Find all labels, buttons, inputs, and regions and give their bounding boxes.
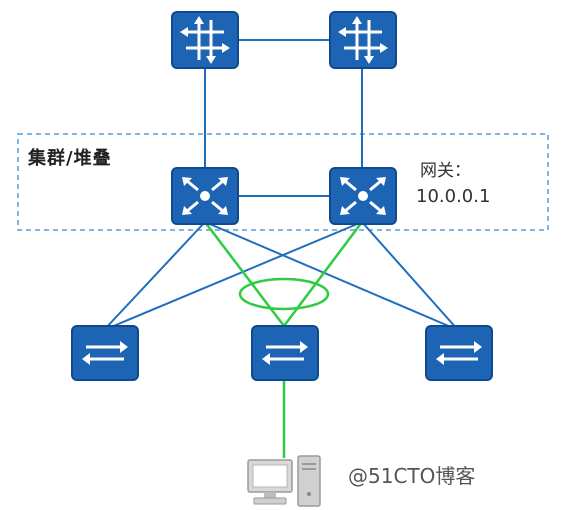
access-switch-right-icon [425, 325, 493, 381]
link-aggregation-ellipse [238, 277, 330, 311]
link-core-right-access-right [361, 221, 459, 331]
gateway-ip: 10.0.0.1 [416, 186, 491, 207]
link-core-right-access-left [103, 221, 363, 331]
router-right-icon [329, 11, 397, 69]
link-core-left-access-right [204, 221, 459, 331]
router-left-icon [171, 11, 239, 69]
core-switch-right-icon [329, 167, 397, 225]
pc-icon [247, 455, 321, 507]
cluster-box [17, 133, 549, 231]
cluster-label: 集群/堆叠 [28, 148, 112, 169]
watermark: @51CTO博客 [348, 464, 476, 488]
link-core-left-access-middle [204, 221, 285, 327]
access-switch-middle-icon [251, 325, 319, 381]
core-switch-left-icon [171, 167, 239, 225]
link-core-left-access-left [103, 221, 206, 331]
access-switch-left-icon [71, 325, 139, 381]
gateway-label: 网关： [420, 161, 471, 181]
